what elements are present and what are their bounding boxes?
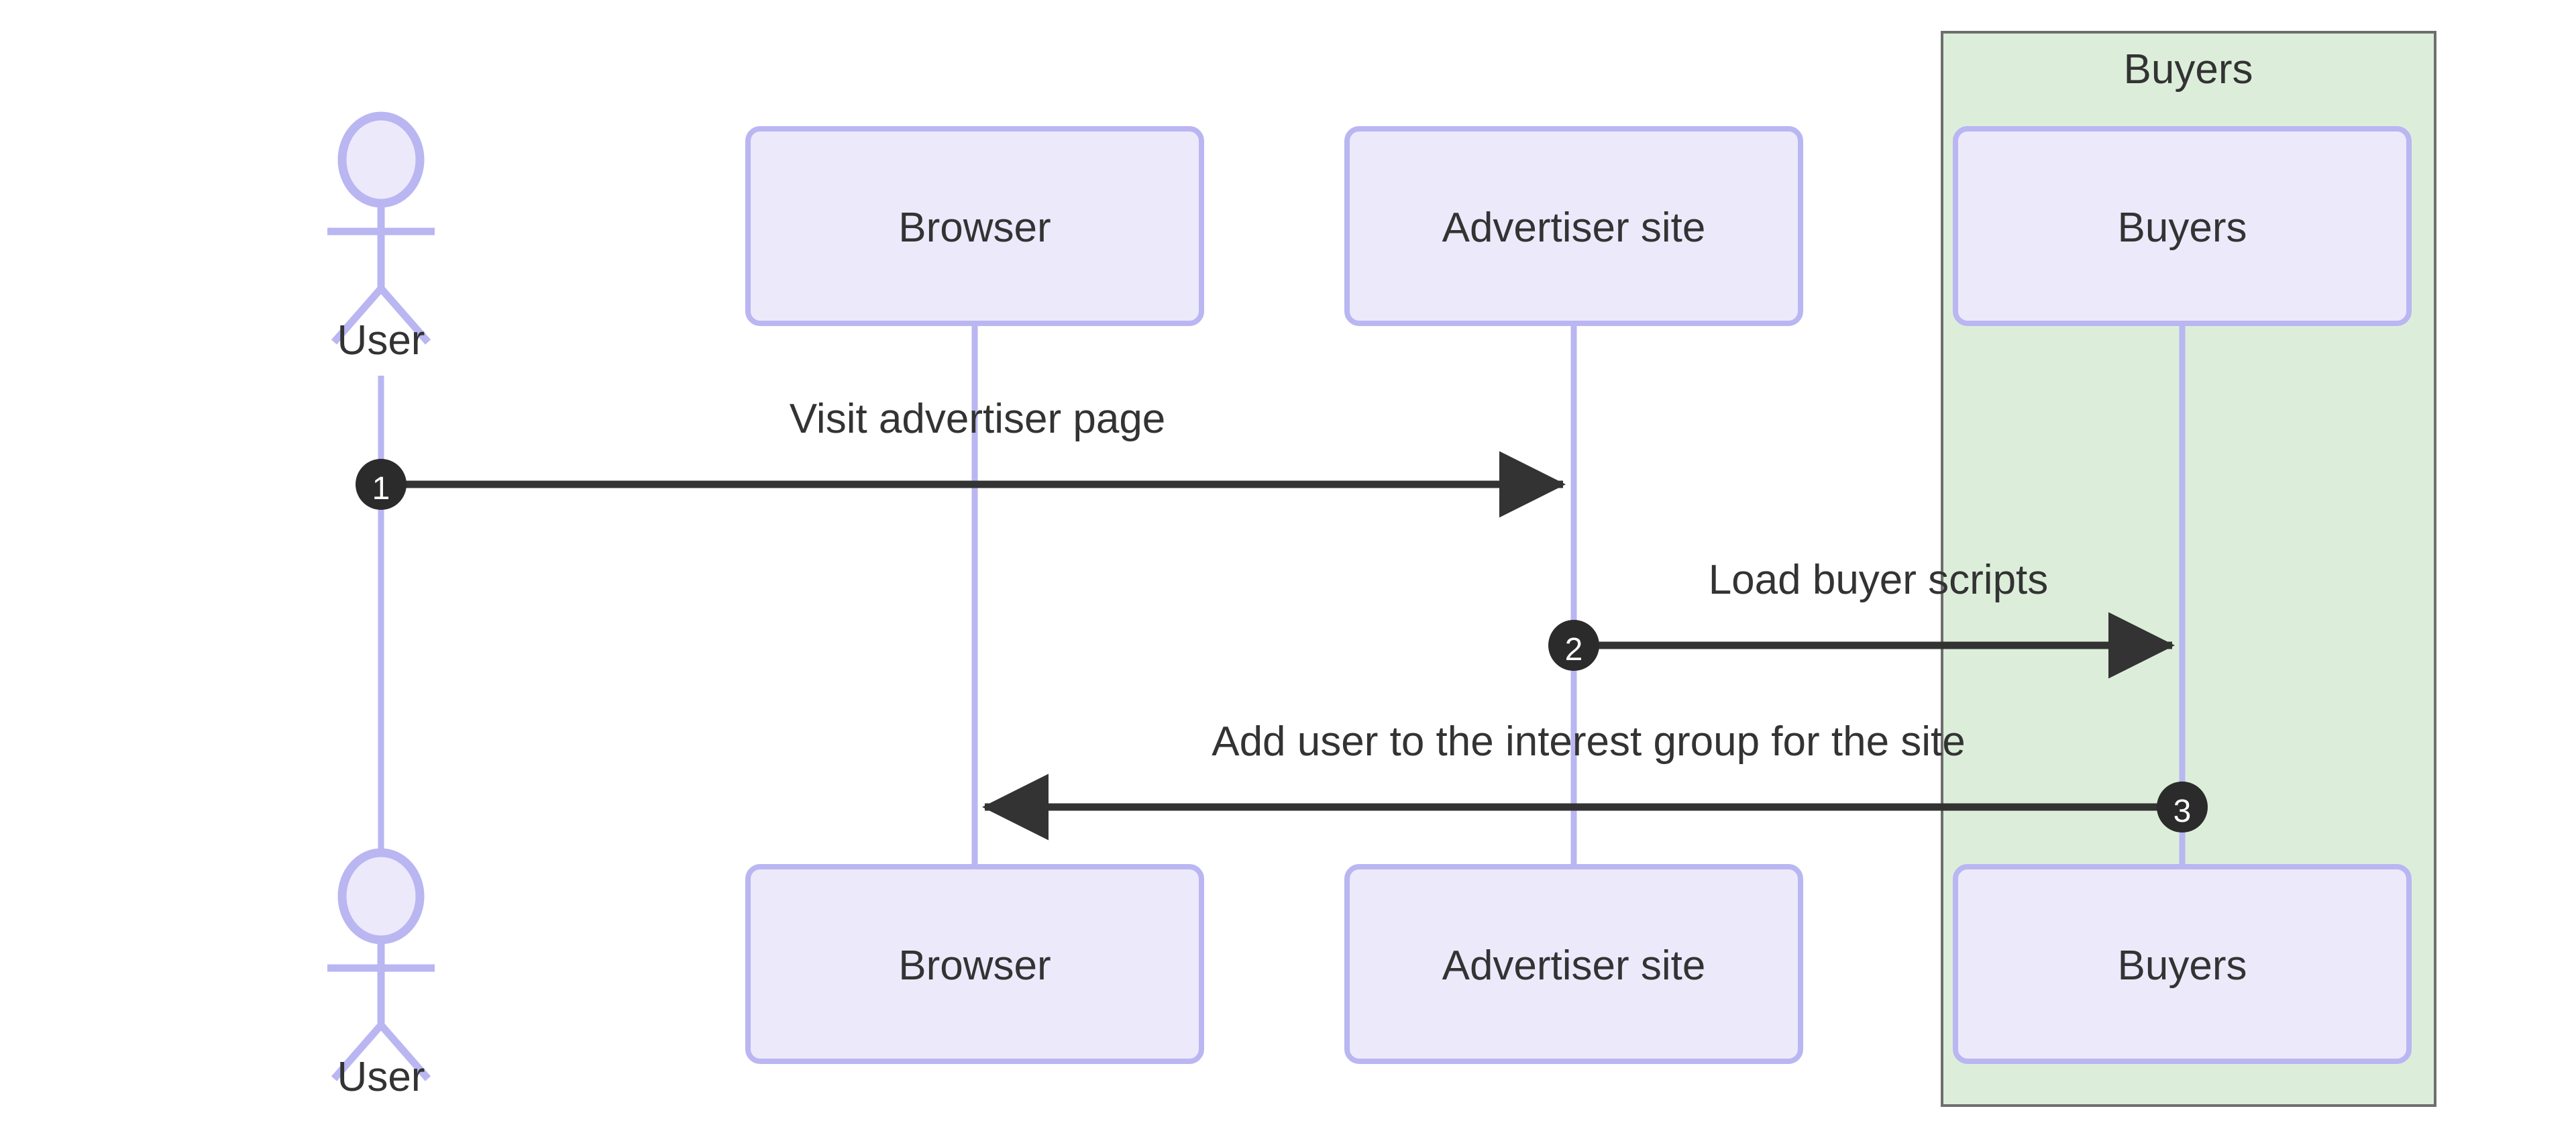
actor-head-icon: [337, 848, 425, 945]
participant-browser-top-box[interactable]: [745, 126, 1204, 326]
actor-head-icon: [337, 111, 425, 208]
message-3-badge-number: 3: [2174, 794, 2192, 829]
participant-advertiser-top-label: Advertiser site: [1442, 205, 1706, 251]
actor-user-bottom-label: User: [337, 1054, 425, 1100]
message-3-label: Add user to the interest group for the s…: [1212, 718, 1966, 765]
message-3-badge: [2157, 782, 2208, 833]
participant-buyers-top-box[interactable]: [1953, 126, 2412, 326]
message-2-badge: [1548, 620, 1599, 671]
participant-browser-top-label: Browser: [898, 205, 1051, 251]
participant-browser-top[interactable]: Browser: [745, 126, 1204, 326]
participant-buyers-bottom[interactable]: Buyers: [1953, 864, 2412, 1064]
message-3[interactable]: Add user to the interest group for the s…: [982, 718, 2208, 841]
participant-buyers-bottom-label: Buyers: [2118, 943, 2247, 989]
participant-advertiser-bottom[interactable]: Advertiser site: [1344, 864, 1803, 1064]
group-buyers-label: Buyers: [2124, 46, 2253, 93]
participant-browser-bottom-label: Browser: [898, 943, 1051, 989]
participant-advertiser-bottom-box[interactable]: [1344, 864, 1803, 1064]
actor-right-leg-line: [378, 1022, 431, 1081]
message-1-badge: [356, 459, 407, 510]
participant-buyers-bottom-box[interactable]: [1953, 864, 2412, 1064]
message-1-label: Visit advertiser page: [790, 396, 1166, 442]
actor-user-top-label: User: [337, 317, 425, 364]
message-2-label: Load buyer scripts: [1709, 557, 2049, 603]
message-2-badge-number: 2: [1565, 632, 1583, 667]
actor-user-top: User: [327, 111, 435, 364]
actor-left-leg-line: [331, 286, 384, 345]
participant-advertiser-top-box[interactable]: [1344, 126, 1803, 326]
message-2[interactable]: Load buyer scripts 2: [1548, 557, 2175, 679]
participant-buyers-top-label: Buyers: [2118, 205, 2247, 251]
message-1-badge-number: 1: [372, 471, 390, 506]
participant-browser-bottom[interactable]: Browser: [745, 864, 1204, 1064]
participant-buyers-top[interactable]: Buyers: [1953, 126, 2412, 326]
actor-user-bottom: User: [327, 848, 435, 1100]
actor-left-leg-line: [331, 1022, 384, 1081]
participant-advertiser-top[interactable]: Advertiser site: [1344, 126, 1803, 326]
participant-advertiser-bottom-label: Advertiser site: [1442, 943, 1706, 989]
message-1[interactable]: Visit advertiser page 1: [356, 396, 1566, 518]
participant-browser-bottom-box[interactable]: [745, 864, 1204, 1064]
actor-right-leg-line: [378, 286, 431, 345]
